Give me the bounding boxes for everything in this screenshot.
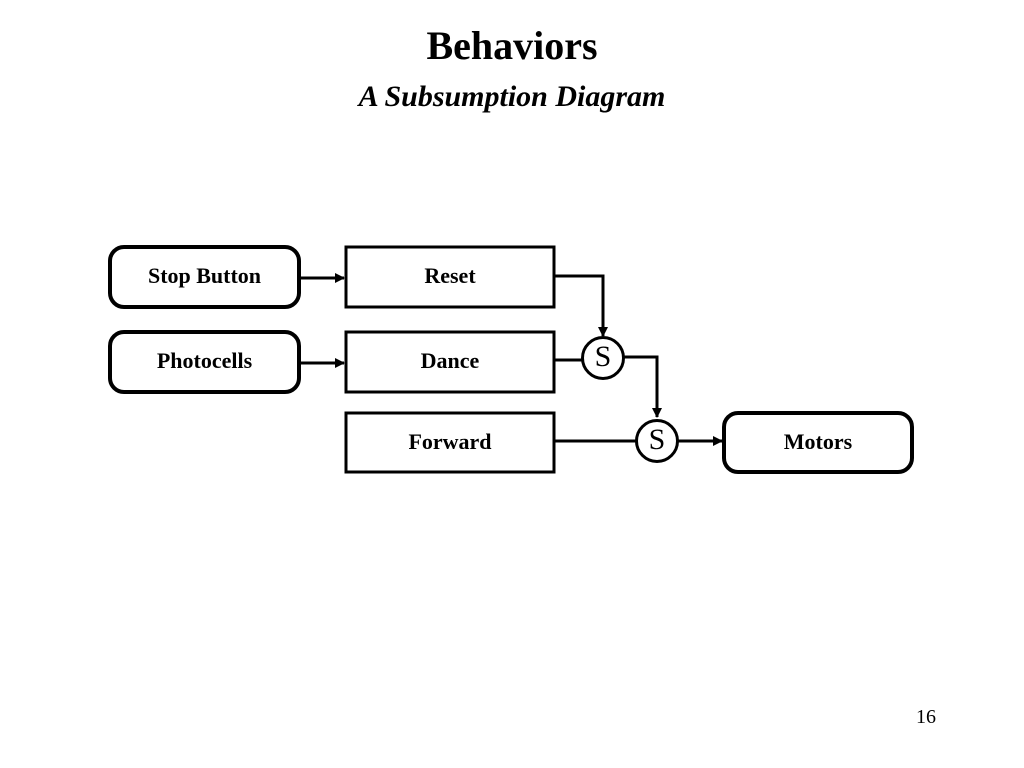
forward-label: Forward (408, 429, 491, 454)
motors-node: Motors (722, 411, 914, 474)
stop-button-label: Stop Button (148, 263, 261, 288)
page-number: 16 (916, 706, 936, 728)
suppressor-label: S (595, 340, 612, 373)
reset-label: Reset (424, 263, 476, 288)
dance-label: Dance (421, 348, 480, 373)
slide-title: Behaviors (426, 23, 598, 68)
suppressor-to-suppressor-arrow (623, 355, 662, 418)
stop-button-node: Stop Button (108, 245, 301, 309)
photocells-label: Photocells (157, 348, 253, 373)
motors-label: Motors (784, 429, 853, 454)
photocells-node: Photocells (108, 330, 301, 394)
suppressor-node-lower: S (635, 419, 679, 463)
suppressor-label: S (649, 423, 666, 456)
reset-to-suppressor-arrow (554, 274, 608, 337)
suppressor-node-upper: S (581, 336, 625, 380)
forward-behavior-node: Forward (344, 411, 556, 474)
dance-behavior-node: Dance (344, 330, 556, 394)
slide-subtitle: A Subsumption Diagram (358, 80, 666, 113)
reset-behavior-node: Reset (344, 245, 556, 309)
